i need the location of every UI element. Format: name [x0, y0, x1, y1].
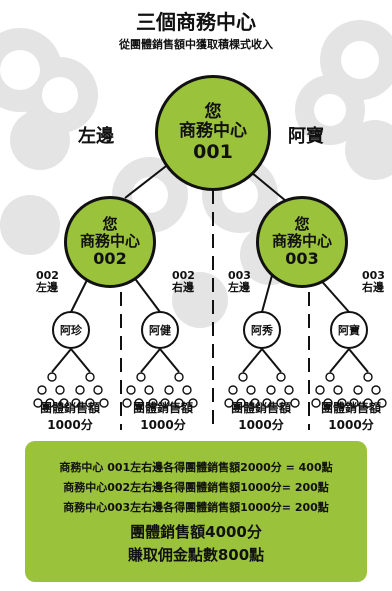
- node-center-label: 商務中心: [79, 231, 140, 250]
- branch-side: 左邊: [228, 281, 250, 295]
- group-sales-3: 團體銷售額 1000分: [219, 400, 303, 435]
- branch-tag-002-right: 002 右邊: [172, 269, 195, 295]
- page-subtitle: 從團體銷售額中獲取積棵式收入: [119, 38, 273, 51]
- group-sales-amount: 1000分: [47, 418, 93, 433]
- node-code: 003: [285, 249, 319, 269]
- branch-tag-003-left: 003 左邊: [228, 269, 251, 295]
- person-a-zhen: 阿珍: [52, 311, 90, 349]
- group-sales-label: 團體銷售額: [132, 401, 193, 415]
- summary-line-002: 商務中心002左右邊各得團體銷售額1000分= 200點: [63, 481, 329, 494]
- downline-trees: [33, 372, 387, 408]
- group-sales-amount: 1000分: [238, 418, 284, 433]
- summary-line-001: 商務中心 001左右邊各得團體銷售額2000分 = 400點: [59, 461, 333, 474]
- left-side-label: 左邊: [78, 126, 114, 147]
- branch-code: 003: [228, 269, 251, 282]
- branch-code: 002: [172, 269, 195, 282]
- node-code: 001: [193, 140, 233, 163]
- branch-side: 右邊: [172, 281, 194, 295]
- group-sales-label: 團體銷售額: [39, 401, 100, 415]
- branch-code: 003: [362, 269, 385, 282]
- business-center-002: 您 商務中心 002: [64, 196, 156, 288]
- summary-total-points: 賺取佣金點數800點: [127, 546, 265, 564]
- branch-side: 右邊: [362, 281, 384, 295]
- group-sales-2: 團體銷售額 1000分: [121, 400, 205, 435]
- summary-box: [25, 441, 367, 582]
- node-center-label: 商務中心: [271, 231, 332, 250]
- branch-tag-003-right: 003 右邊: [362, 269, 385, 295]
- node-you-label: 您: [102, 214, 118, 233]
- right-side-label: 阿寶: [288, 126, 324, 147]
- group-sales-amount: 1000分: [328, 418, 374, 433]
- node-center-label: 商務中心: [179, 121, 247, 142]
- business-center-001: 您 商務中心 001: [155, 75, 271, 191]
- group-sales-label: 團體銷售額: [320, 401, 381, 415]
- branch-side: 左邊: [36, 281, 58, 295]
- node-you-label: 您: [294, 214, 310, 233]
- person-a-xiu: 阿秀: [243, 311, 281, 349]
- summary-total-sales: 團體銷售額4000分: [130, 523, 262, 541]
- group-sales-amount: 1000分: [140, 418, 186, 433]
- group-sales-1: 團體銷售額 1000分: [28, 400, 112, 435]
- node-code: 002: [93, 249, 127, 269]
- page-title: 三個商務中心: [136, 10, 256, 34]
- branch-code: 002: [36, 269, 59, 282]
- node-you-label: 您: [204, 101, 222, 122]
- group-sales-label: 團體銷售額: [230, 401, 291, 415]
- business-center-003: 您 商務中心 003: [256, 196, 348, 288]
- summary-line-003: 商務中心003左右邊各得團體銷售額1000分= 200點: [63, 501, 329, 514]
- person-a-bao: 阿寶: [330, 311, 368, 349]
- person-a-jian: 阿健: [141, 311, 179, 349]
- branch-tag-002-left: 002 左邊: [36, 269, 59, 295]
- group-sales-4: 團體銷售額 1000分: [309, 400, 392, 435]
